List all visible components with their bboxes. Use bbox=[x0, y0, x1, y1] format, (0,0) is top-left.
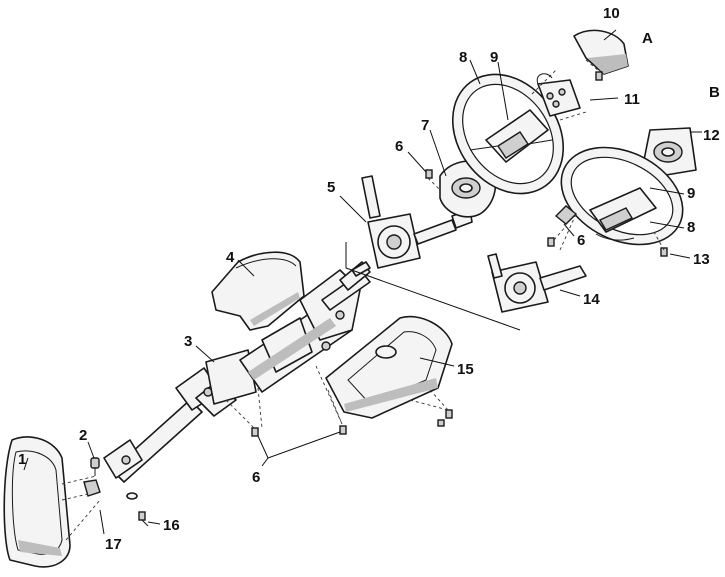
view-label-b: B bbox=[709, 84, 720, 101]
callout-3: 3 bbox=[184, 333, 192, 350]
part-6-bolts-lower bbox=[251, 409, 453, 437]
part-16-screw bbox=[126, 492, 149, 527]
callout-5: 5 bbox=[327, 179, 335, 196]
callout-7: 7 bbox=[421, 117, 429, 134]
part-17-clip bbox=[83, 479, 101, 497]
leader-lines bbox=[23, 29, 702, 535]
callout-8-wheel-b: 8 bbox=[687, 219, 695, 236]
callout-13: 13 bbox=[693, 251, 710, 268]
part-6-bolt-upper bbox=[425, 169, 433, 179]
callout-10: 10 bbox=[603, 5, 620, 22]
part-4-upper-column-cover bbox=[211, 251, 305, 331]
callout-6-upper: 6 bbox=[395, 138, 403, 155]
steering-wheel-b bbox=[560, 146, 684, 246]
callout-2: 2 bbox=[79, 427, 87, 444]
part-13-screw bbox=[660, 247, 668, 257]
part-2-bolt bbox=[90, 457, 100, 476]
part-1-lower-cover bbox=[3, 436, 71, 568]
callout-12: 12 bbox=[703, 127, 720, 144]
callout-9-wheel-a: 9 bbox=[490, 49, 498, 66]
callout-6-wheel-b: 6 bbox=[577, 232, 585, 249]
callout-17: 17 bbox=[105, 536, 122, 553]
callout-15: 15 bbox=[457, 361, 474, 378]
part-12-horn-pad bbox=[643, 127, 697, 177]
callout-9-wheel-b: 9 bbox=[687, 185, 695, 202]
part-15-lower-column-cover bbox=[325, 315, 453, 419]
view-label-a: A bbox=[642, 30, 653, 47]
callout-6-lower: 6 bbox=[252, 469, 260, 486]
part-3-steering-column bbox=[205, 261, 371, 405]
callout-16: 16 bbox=[163, 517, 180, 534]
steering-wheel-a bbox=[451, 73, 565, 195]
callout-14: 14 bbox=[583, 291, 600, 308]
assembly-lines bbox=[61, 59, 665, 541]
callout-8-wheel-a: 8 bbox=[459, 49, 467, 66]
callout-4: 4 bbox=[226, 249, 235, 266]
grouping-bracket bbox=[345, 242, 521, 331]
part-14-combination-switch bbox=[487, 253, 587, 313]
callout-11: 11 bbox=[624, 91, 640, 108]
part-10-horn-pad bbox=[573, 29, 629, 81]
callout-1: 1 bbox=[18, 451, 26, 468]
part-5-combination-switch bbox=[361, 175, 473, 269]
part-11-airbag-module bbox=[536, 73, 581, 117]
part-6-bolt-wheel-b bbox=[547, 205, 578, 247]
